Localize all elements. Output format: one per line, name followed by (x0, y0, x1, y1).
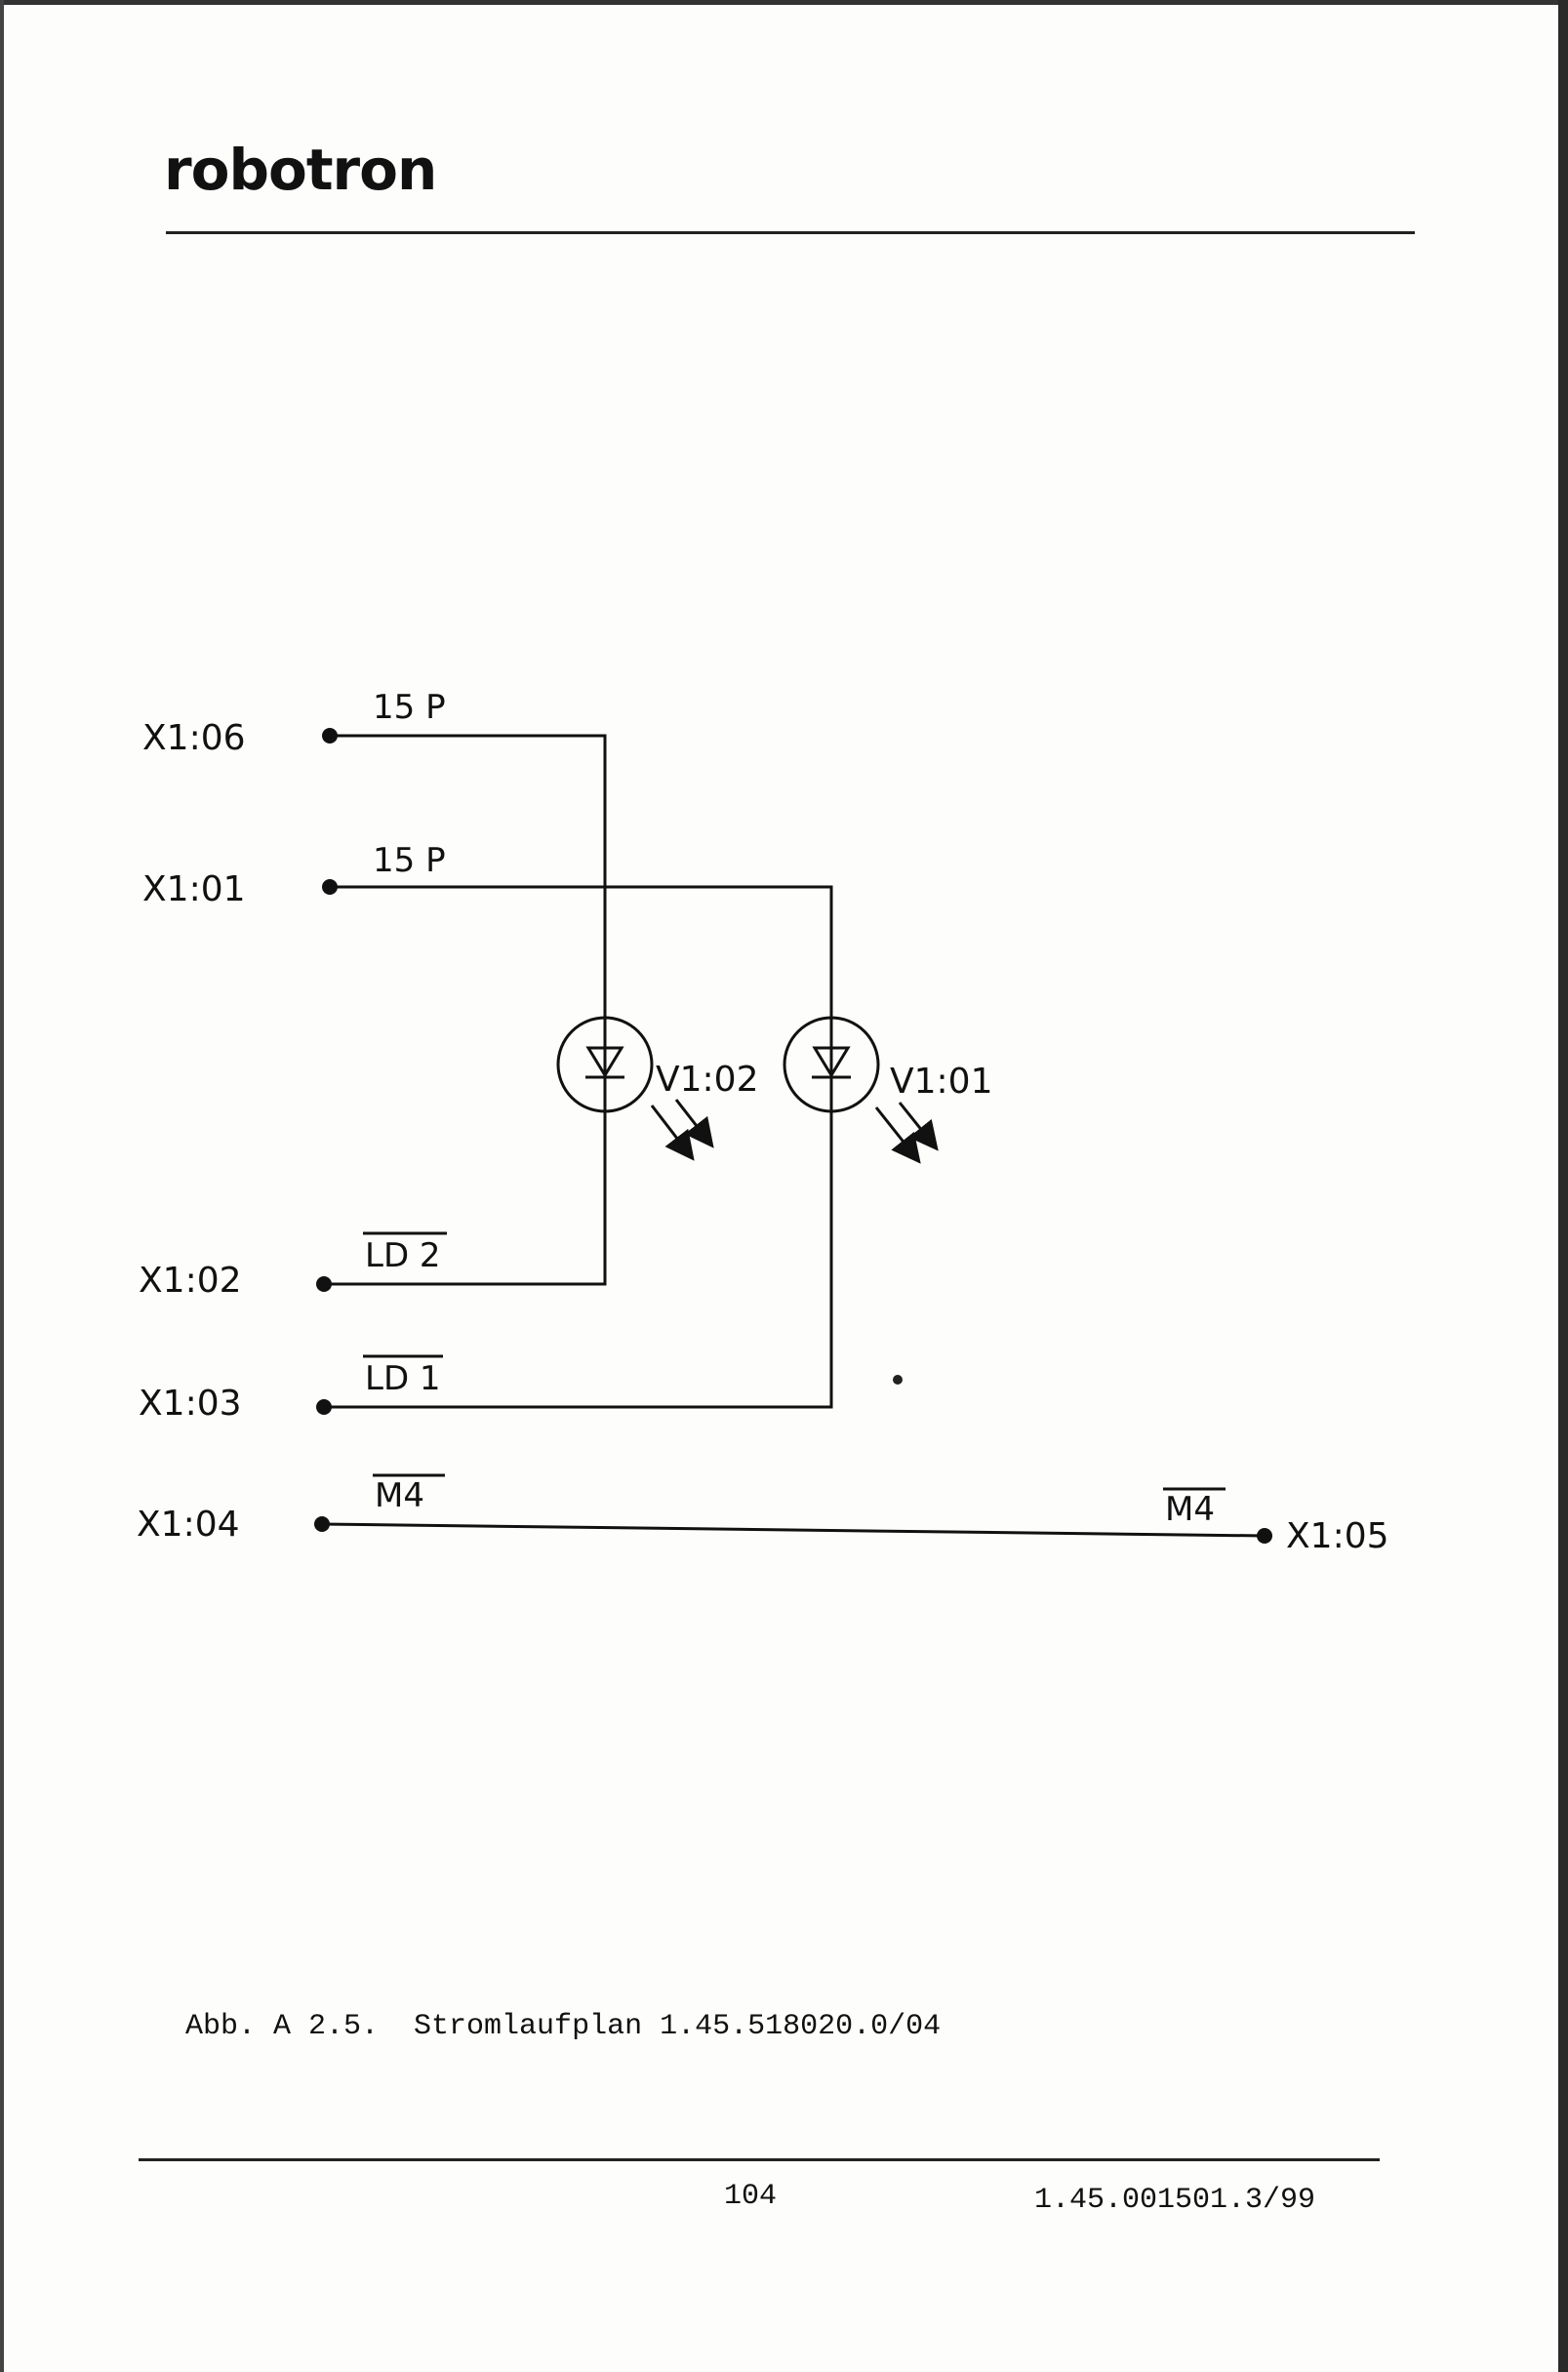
scan-edge-top (0, 0, 1568, 5)
page-number: 104 (724, 2180, 778, 2213)
light-arrow-icon (674, 1099, 714, 1148)
scan-edge-right (1558, 0, 1568, 2372)
scan-speck (893, 1375, 903, 1385)
terminal-dots (314, 728, 1272, 1544)
terminal-label-x102: X1:02 (139, 1261, 242, 1301)
terminal-label-x103: X1:03 (139, 1384, 242, 1424)
component-label-v102: V1:02 (656, 1060, 758, 1100)
terminal-dot-x103 (316, 1399, 332, 1415)
wire-15p-to-v102 (330, 734, 607, 1018)
terminal-dot-x102 (316, 1276, 332, 1292)
terminal-dot-x101 (322, 879, 338, 895)
terminal-label-x105: X1:05 (1286, 1516, 1389, 1556)
terminal-label-x104: X1:04 (137, 1505, 240, 1545)
light-arrow-icon (650, 1105, 695, 1161)
wires (321, 734, 1266, 1538)
footer-rule (139, 2158, 1380, 2161)
terminal-dot-x106 (322, 728, 338, 744)
wire-v101-to-ld1 (324, 1111, 833, 1409)
signal-label-ld1: LD 1 (365, 1359, 441, 1398)
signal-label-15p-a: 15 P (373, 688, 446, 727)
scan-edge-left (0, 0, 4, 2372)
terminal-label-x106: X1:06 (142, 718, 246, 758)
signal-label-m4-left: M4 (375, 1476, 424, 1515)
wire-m4 (321, 1522, 1266, 1538)
header-rule (166, 231, 1415, 234)
figure-caption: Abb. A 2.5. Stromlaufplan 1.45.518020.0/… (185, 2010, 942, 2043)
signal-label-ld2: LD 2 (365, 1236, 441, 1275)
terminal-dot-x104 (314, 1516, 330, 1532)
terminal-dot-x105 (1257, 1528, 1272, 1544)
wire-15p-to-v101 (330, 885, 833, 1018)
led-v102 (556, 1016, 714, 1161)
wire-v102-to-ld2 (324, 1111, 607, 1286)
led-v101 (783, 1016, 939, 1164)
signal-label-m4-right: M4 (1165, 1490, 1215, 1529)
light-arrow-icon (898, 1102, 939, 1151)
robotron-logo: robotron (164, 137, 437, 203)
component-label-v101: V1:01 (890, 1062, 992, 1102)
signal-label-15p-b: 15 P (373, 841, 446, 880)
terminal-label-x101: X1:01 (142, 869, 246, 909)
document-number: 1.45.001501.3/99 (1034, 2184, 1316, 2217)
